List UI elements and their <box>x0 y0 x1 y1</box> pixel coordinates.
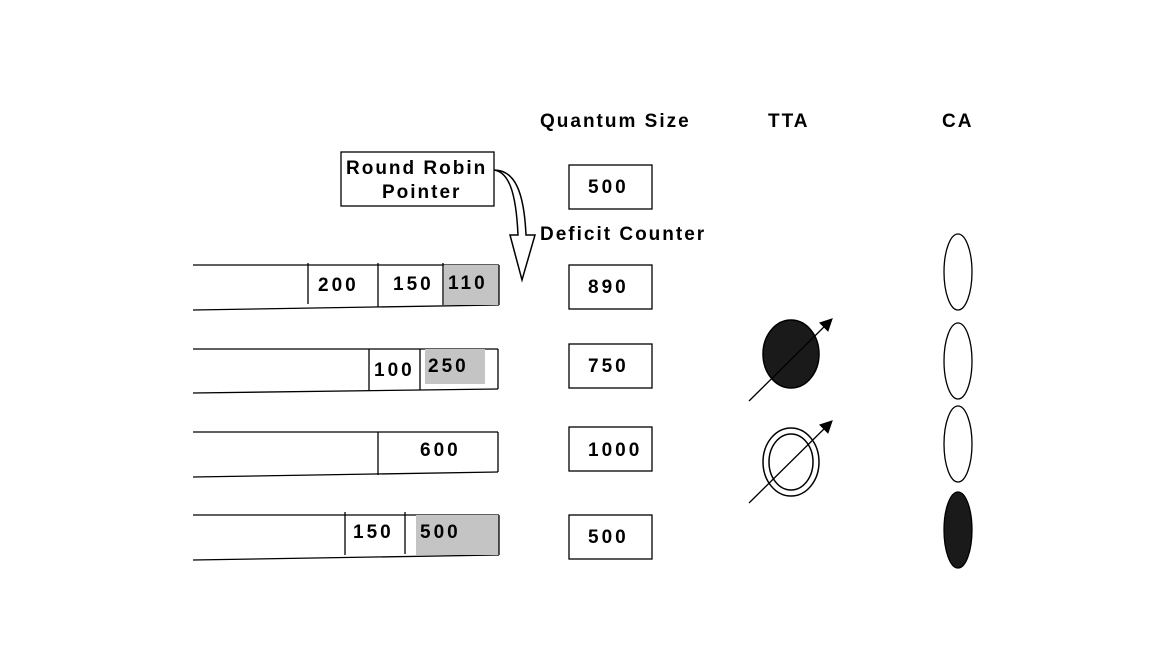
deficit-value: 890 <box>588 277 629 298</box>
queue-2: 100 250 <box>192 348 499 394</box>
tta-hollow-icon <box>748 420 833 504</box>
packet-head: 500 <box>420 522 461 543</box>
deficit-box-1: 890 <box>568 264 653 310</box>
ca-header: CA <box>942 111 973 132</box>
packet: 150 <box>353 522 394 543</box>
pointer-arrow-icon <box>493 169 536 283</box>
packet-head: 250 <box>428 356 469 377</box>
deficit-box-3: 1000 <box>568 426 653 472</box>
deficit-value: 500 <box>588 527 629 548</box>
packet: 200 <box>318 275 359 296</box>
pointer-label-line2: Pointer <box>382 182 461 203</box>
deficit-value: 1000 <box>588 440 642 461</box>
ca-filled-icon <box>943 491 973 569</box>
round-robin-pointer: Round Robin Pointer <box>340 151 495 207</box>
deficit-value: 750 <box>588 356 629 377</box>
tta-filled-icon <box>748 318 833 402</box>
tta-header: TTA <box>768 111 810 132</box>
quantum-box: 500 <box>568 164 653 210</box>
pointer-label-line1: Round Robin <box>346 158 487 179</box>
ca-empty-icon <box>943 233 973 311</box>
packet: 150 <box>393 274 434 295</box>
packet: 100 <box>374 360 415 381</box>
quantum-size-header: Quantum Size <box>540 111 691 132</box>
queue-1: 200 150 110 <box>192 263 500 311</box>
deficit-box-2: 750 <box>568 343 653 389</box>
queue-3: 600 <box>192 431 499 478</box>
quantum-value: 500 <box>588 177 629 198</box>
deficit-box-4: 500 <box>568 514 653 560</box>
ca-empty-icon <box>943 405 973 483</box>
queue-4: 150 500 <box>192 512 500 561</box>
packet: 600 <box>420 440 461 461</box>
packet-head: 110 <box>448 273 488 294</box>
ca-empty-icon <box>943 322 973 400</box>
deficit-counter-label: Deficit Counter <box>540 224 706 245</box>
